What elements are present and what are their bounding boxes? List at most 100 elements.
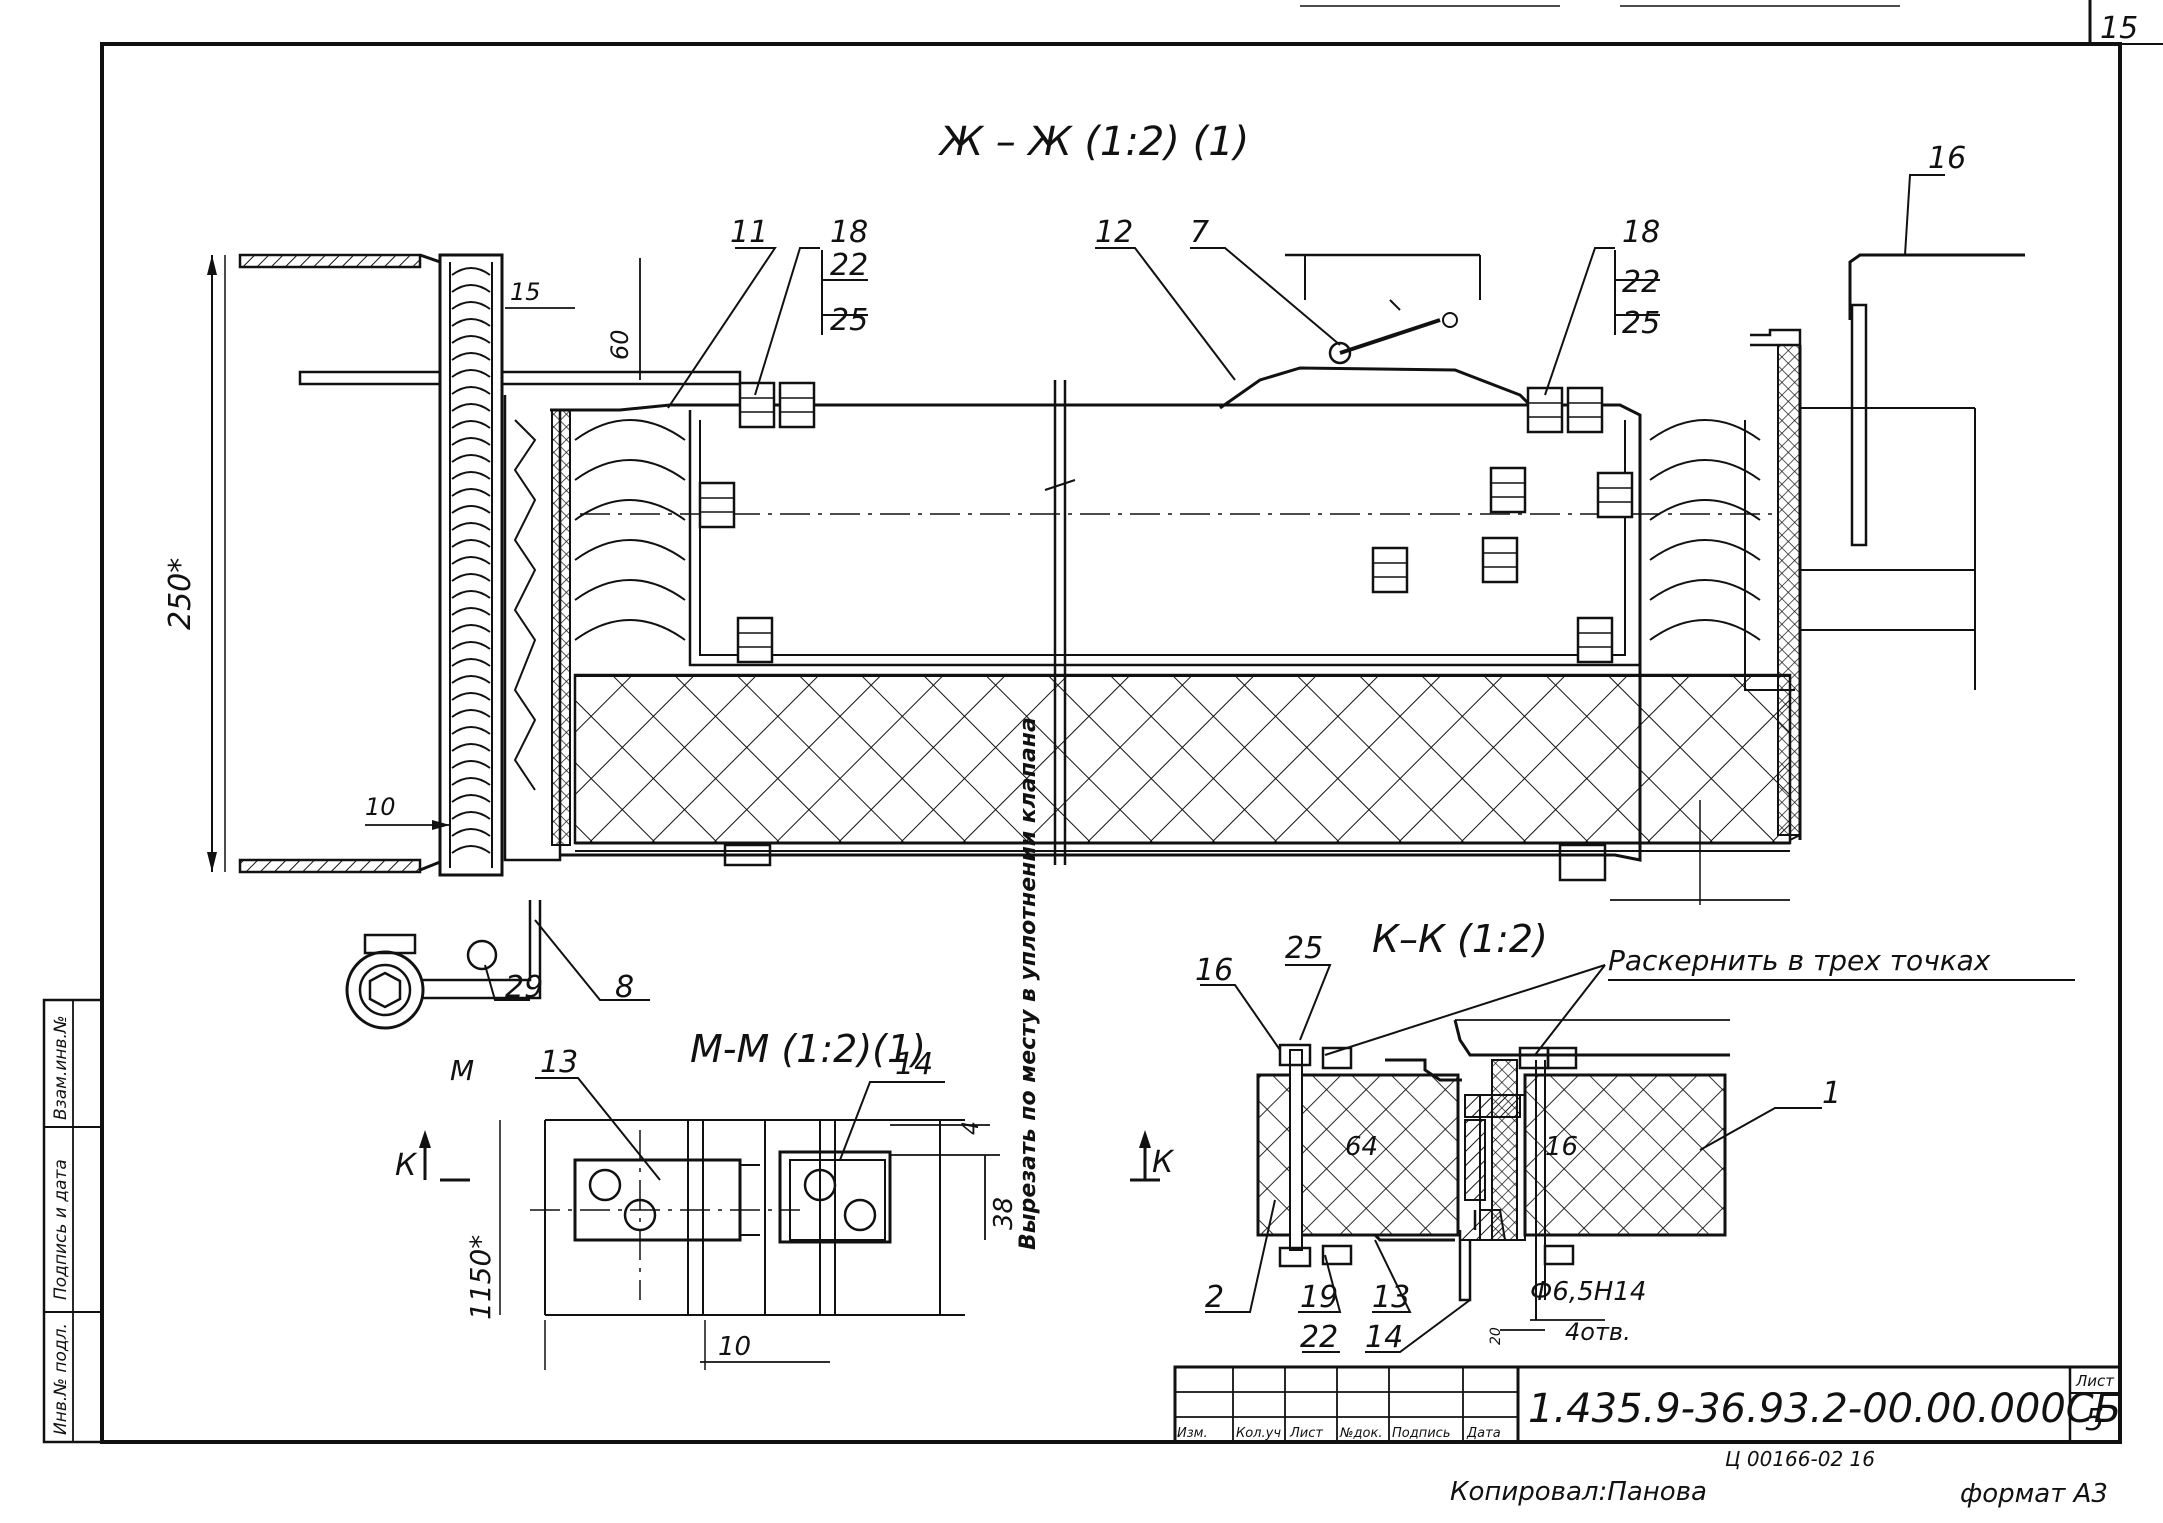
holes-count: 4отв.: [1565, 1318, 1631, 1346]
box-seal-arc-left: [574, 539, 686, 561]
seal-arc: [451, 437, 491, 446]
box-seal-arc-left: [574, 419, 686, 441]
tb-header-izm: Изм.: [1177, 1426, 1208, 1441]
tb-header-data: Дата: [1466, 1426, 1501, 1441]
seal-arc: [451, 369, 491, 378]
view-m-m-title: М-М (1:2)(1): [690, 1027, 926, 1071]
seal-arc: [451, 777, 491, 786]
cover-plate-12: [1219, 253, 1537, 412]
main-box: [550, 403, 1792, 862]
hex-nut: [1566, 386, 1604, 434]
view-zh-zh: [207, 253, 2025, 1030]
seal-arc: [451, 403, 491, 412]
hex-nut: [778, 381, 816, 429]
hex-nut: [736, 616, 774, 664]
label-pos-22-left: 22: [830, 248, 868, 283]
seal-arc: [451, 760, 491, 769]
hex-nut: [1489, 466, 1527, 514]
dim-38: 38: [989, 1197, 1019, 1230]
box-seal-arc-right: [1649, 459, 1761, 481]
dim-20: 20: [1488, 1327, 1504, 1345]
stamp-vzam-inv: Взам.инв.№: [51, 1015, 71, 1120]
seal-arc: [451, 573, 491, 582]
sheet-frame: [100, 0, 2163, 1444]
seal-arc: [451, 692, 491, 701]
seal-arc: [451, 556, 491, 565]
seal-arc: [451, 267, 491, 276]
label-pos-2-kk: 2: [1205, 1280, 1224, 1315]
label-pos-25-left: 25: [830, 303, 868, 338]
seal-arc: [451, 454, 491, 463]
seal-arc: [451, 488, 491, 497]
dimension-lines: [207, 255, 641, 872]
seal-arc: [451, 726, 491, 735]
seal-arc: [451, 624, 491, 633]
section-k-right: К: [1152, 1145, 1175, 1180]
label-pos-22-right: 22: [1622, 265, 1660, 300]
box-seal-arcs: [574, 419, 1761, 641]
tb-sheet-number: 5: [2085, 1403, 2104, 1438]
seal-arc: [451, 335, 491, 344]
label-pos-18-right: 18: [1622, 215, 1660, 250]
label-pos-7: 7: [1190, 215, 1209, 250]
bolt-group: [698, 381, 1634, 664]
label-pos-16-kk: 16: [1195, 953, 1233, 988]
seal-arc: [451, 811, 491, 820]
seal-arc: [451, 539, 491, 548]
seal-arc: [451, 318, 491, 327]
hex-nut: [1576, 616, 1614, 664]
label-pos-19-kk: 19: [1300, 1280, 1338, 1315]
tb-header-ndok: №док.: [1339, 1426, 1382, 1441]
seal-arc: [451, 828, 491, 837]
section-mark-left: [419, 1130, 470, 1182]
stamp-sign-date: Подпись и дата: [51, 1159, 71, 1300]
dim-10-top: 10: [365, 793, 396, 821]
hex-nut: [1481, 536, 1519, 584]
section-mark-right: [1130, 1130, 1160, 1182]
tb-designation: 1.435.9-36.93.2-00.00.000СБ: [1528, 1386, 2121, 1432]
side-stamp: [42, 998, 104, 1444]
dim-4: 4: [959, 1121, 984, 1135]
corner-sheet-number: 15: [2100, 11, 2138, 46]
seal-arc: [451, 352, 491, 361]
seal-arc: [451, 709, 491, 718]
seal-arc: [451, 743, 491, 752]
right-profile: [1744, 328, 1802, 841]
view-k-k-note: Раскернить в трех точках: [1608, 944, 1991, 977]
archive-code: Ц 00166-02 16: [1725, 1447, 1875, 1471]
m-mark: М: [450, 1054, 474, 1087]
crank-handle: [345, 900, 542, 1030]
seal-arc: [451, 658, 491, 667]
seal-arc: [451, 301, 491, 310]
box-seal-arc-left: [574, 459, 686, 481]
seal-arc: [451, 386, 491, 395]
box-seal-arc-left: [574, 619, 686, 641]
dim-10-mm: 10: [718, 1332, 751, 1362]
stamp-inv-podl: Инв.№ подл.: [51, 1323, 71, 1435]
center-axis: [580, 380, 1780, 865]
tb-header-list: Лист: [1289, 1426, 1323, 1441]
label-pos-11: 11: [730, 215, 768, 250]
hex-nut: [1596, 471, 1634, 519]
tb-header-kol: Кол.уч: [1236, 1426, 1281, 1441]
format-text: формат А3: [1960, 1479, 2108, 1509]
dim-16: 16: [1545, 1132, 1578, 1162]
box-seal-arc-left: [574, 579, 686, 601]
hole-spec: Ф6,5Н14: [1530, 1277, 1646, 1307]
seal-arc: [451, 505, 491, 514]
tb-header-podpis: Подпись: [1392, 1426, 1450, 1441]
label-pos-14-mm: 14: [895, 1047, 933, 1082]
box-seal-arc-right: [1649, 579, 1761, 601]
hex-nut: [698, 481, 736, 529]
section-k-left: К: [395, 1148, 418, 1183]
label-pos-13-mm: 13: [540, 1045, 578, 1080]
tb-sheet-label: Лист: [2075, 1372, 2115, 1390]
hex-nut: [1371, 546, 1409, 594]
right-plate-16: [1800, 253, 2025, 690]
seal-arc: [451, 845, 491, 854]
bottom-right-bracket: [723, 800, 1790, 905]
leader-lines-zh: [484, 174, 1945, 1001]
seal-arc: [451, 794, 491, 803]
view-k-k: [1200, 964, 1822, 1353]
